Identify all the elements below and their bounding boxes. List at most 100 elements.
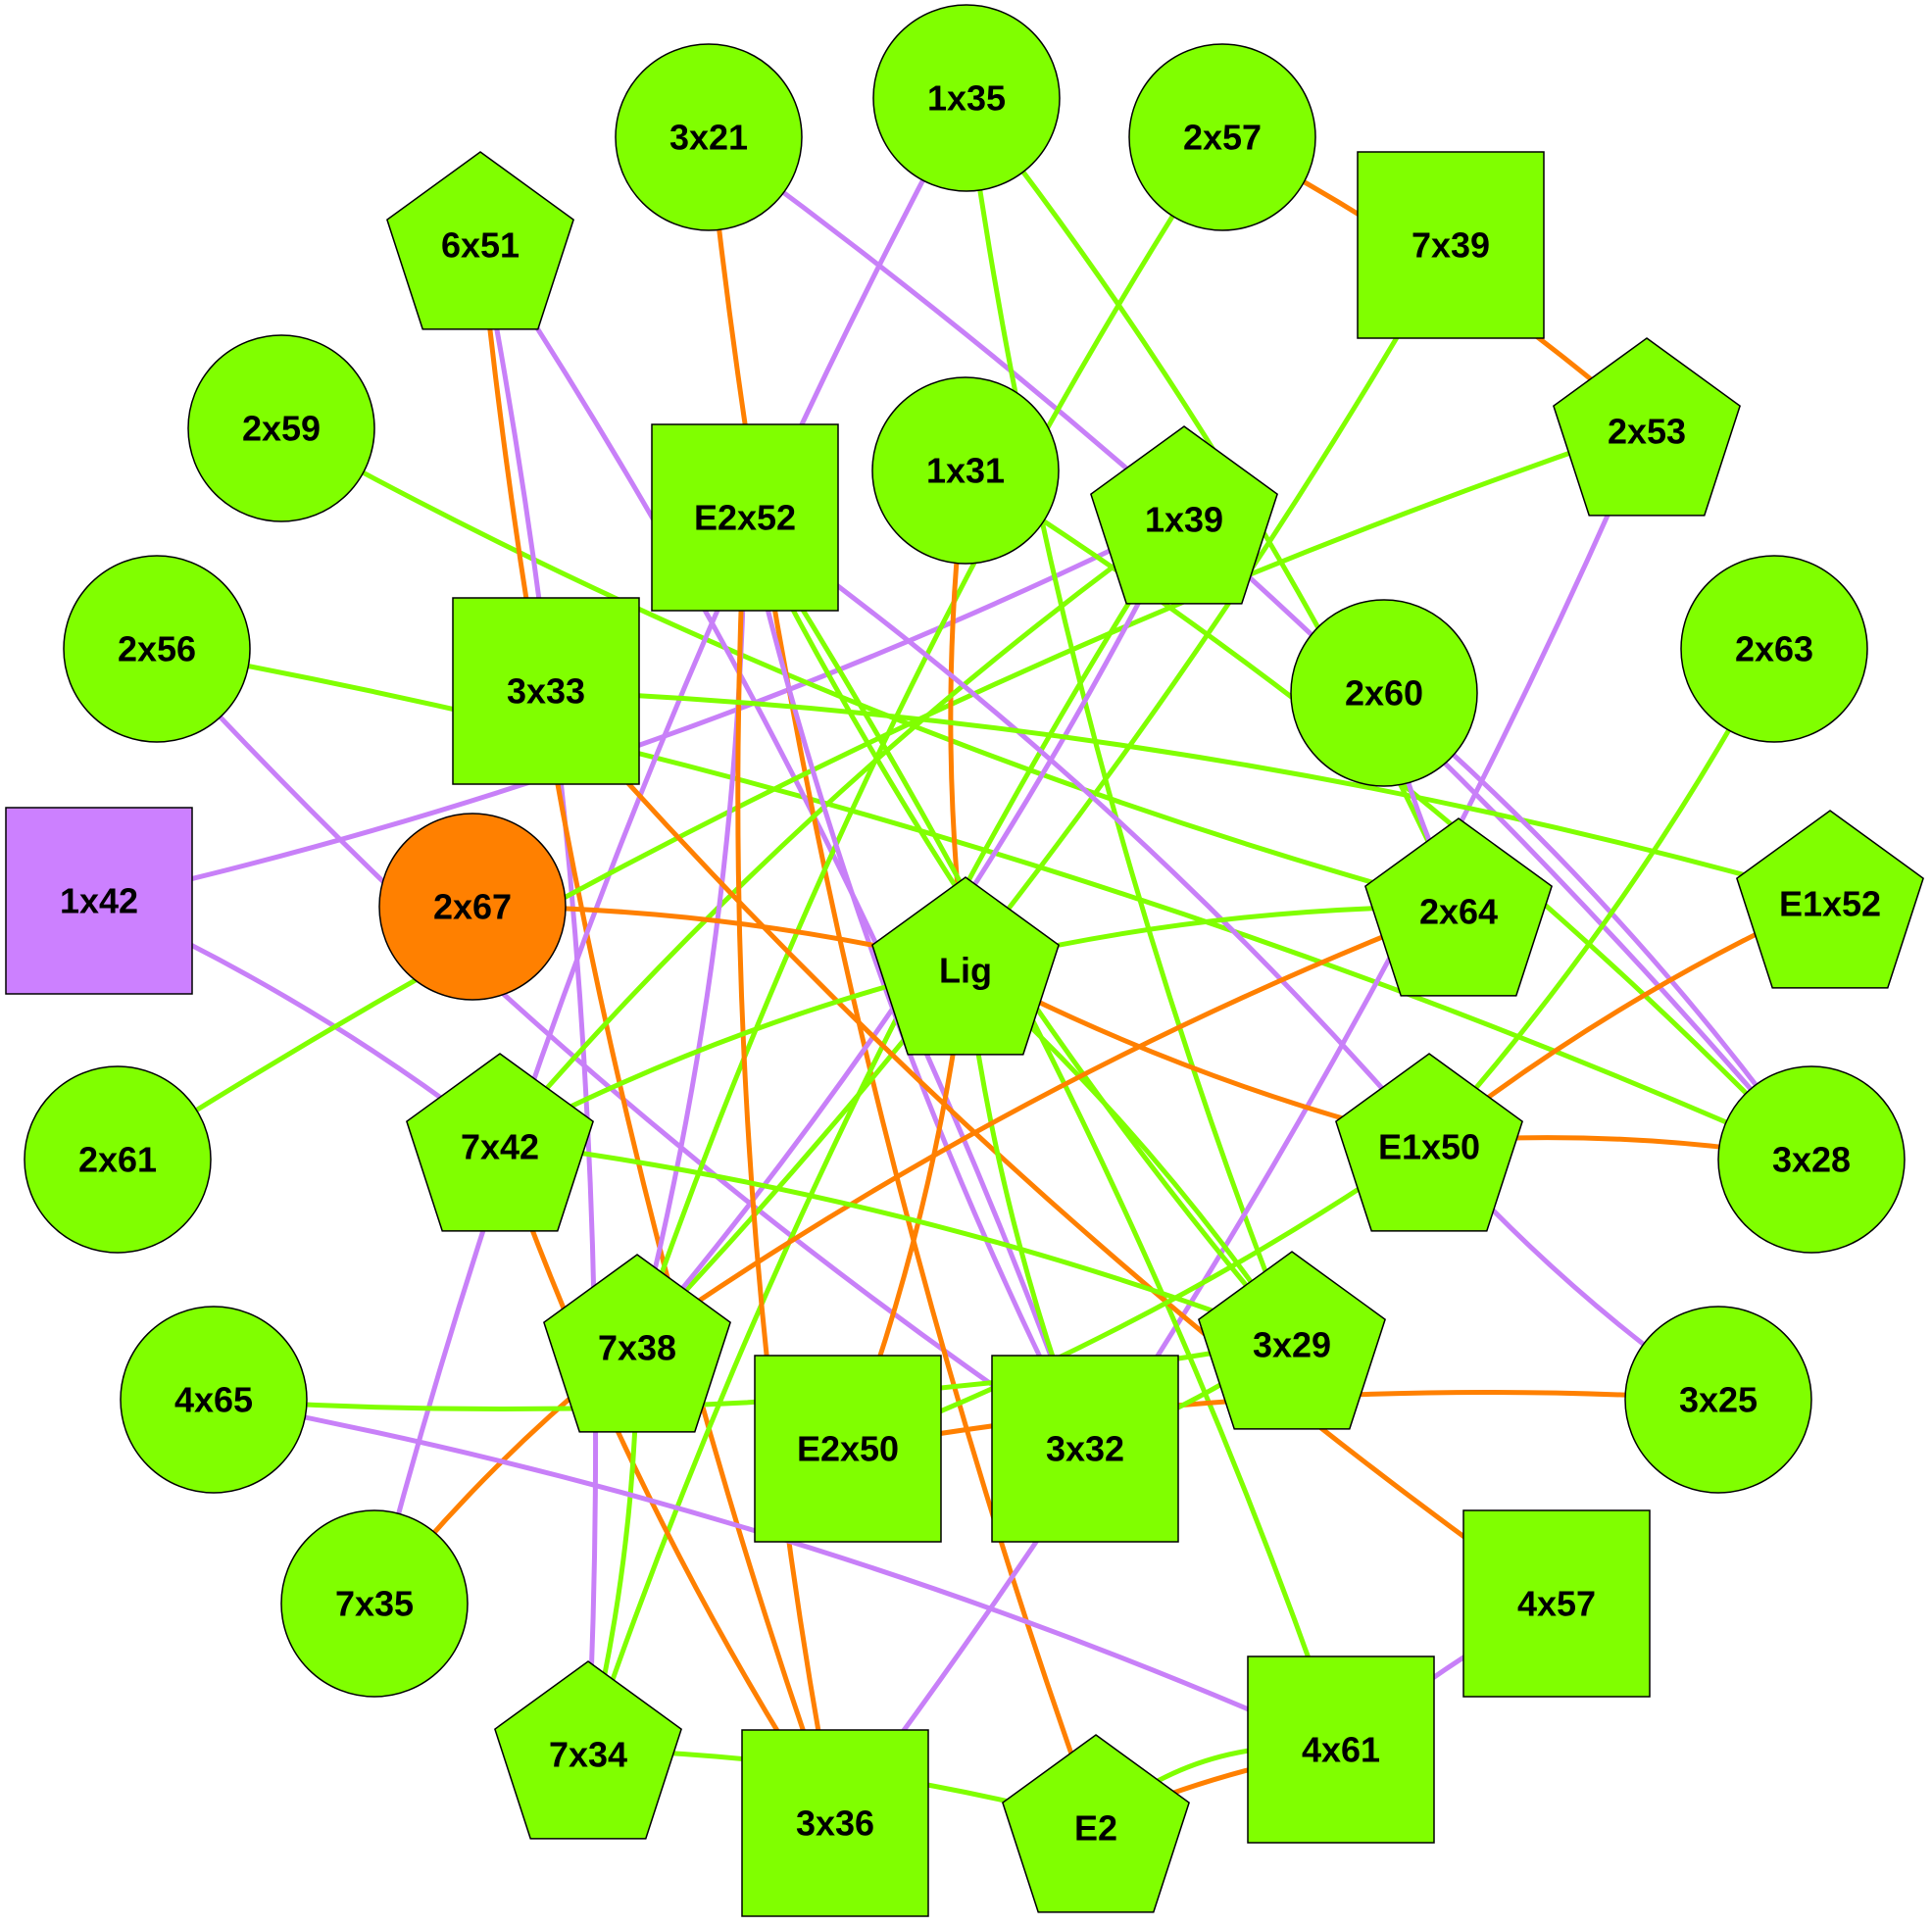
node-2x57-label: 2x57	[1183, 118, 1262, 158]
node-1x35-label: 1x35	[927, 78, 1006, 119]
edge-6x51-3x36	[477, 237, 838, 1826]
node-4x57[interactable]: 4x57	[1462, 1509, 1651, 1698]
edge-3x33-E1x52	[543, 688, 1833, 902]
node-Lig-label: Lig	[939, 951, 992, 991]
node-E2x52-square	[651, 423, 839, 612]
node-4x61[interactable]: 4x61	[1247, 1655, 1435, 1844]
edge-2x53-3x36	[832, 423, 1650, 1826]
node-3x32-label: 3x32	[1046, 1429, 1124, 1469]
node-7x34[interactable]: 7x34	[494, 1660, 682, 1840]
node-3x21[interactable]: 3x21	[615, 43, 803, 231]
edge-E2x52-4x61	[742, 515, 1344, 1753]
node-E1x50[interactable]: E1x50	[1335, 1053, 1523, 1232]
node-7x38-pentagon	[543, 1254, 731, 1433]
node-4x57-square	[1462, 1509, 1651, 1698]
node-4x61-label: 4x61	[1302, 1730, 1380, 1770]
node-2x56[interactable]: 2x56	[63, 555, 251, 743]
node-7x38[interactable]: 7x38	[543, 1254, 731, 1433]
edge-2x56-3x32	[154, 646, 1088, 1452]
node-3x25-label: 3x25	[1679, 1380, 1758, 1420]
node-3x29[interactable]: 3x29	[1198, 1251, 1386, 1430]
edge-2x56-3x28	[154, 646, 1814, 1162]
edge-7x39-7x38	[634, 242, 1454, 1346]
edge-E2x52-E1x50	[742, 515, 1432, 1145]
node-E2-label: E2	[1074, 1808, 1117, 1849]
node-3x28[interactable]: 3x28	[1717, 1065, 1906, 1254]
node-3x33-label: 3x33	[507, 671, 585, 712]
node-3x25-circle	[1624, 1306, 1812, 1494]
node-6x51-label: 6x51	[441, 225, 520, 266]
node-7x35[interactable]: 7x35	[280, 1509, 469, 1698]
node-7x42-label: 7x42	[461, 1127, 539, 1167]
node-E2x52[interactable]: E2x52	[651, 423, 839, 612]
node-2x53[interactable]: 2x53	[1553, 337, 1741, 517]
node-3x29-label: 3x29	[1253, 1325, 1331, 1365]
node-E2[interactable]: E2	[1002, 1734, 1190, 1913]
node-1x42[interactable]: 1x42	[5, 807, 193, 995]
node-3x36[interactable]: 3x36	[741, 1729, 929, 1917]
node-1x35[interactable]: 1x35	[872, 4, 1061, 192]
node-3x28-label: 3x28	[1772, 1140, 1851, 1180]
edge-3x33-4x57	[543, 688, 1560, 1606]
node-E2x50[interactable]: E2x50	[754, 1355, 942, 1543]
edge-2x53-2x61	[115, 423, 1650, 1162]
node-E1x52[interactable]: E1x52	[1736, 810, 1924, 989]
node-1x39-pentagon	[1090, 425, 1278, 605]
node-2x53-pentagon	[1553, 337, 1741, 517]
node-E1x52-pentagon	[1736, 810, 1924, 989]
node-4x65[interactable]: 4x65	[120, 1306, 308, 1494]
node-1x35-circle	[872, 4, 1061, 192]
node-7x34-label: 7x34	[549, 1735, 627, 1775]
node-2x61[interactable]: 2x61	[24, 1065, 212, 1254]
node-1x39-label: 1x39	[1145, 500, 1223, 540]
node-2x67-label: 2x67	[433, 887, 512, 927]
node-E2x50-square	[754, 1355, 942, 1543]
node-3x32[interactable]: 3x32	[991, 1355, 1179, 1543]
node-4x61-square	[1247, 1655, 1435, 1844]
node-E2-pentagon	[1002, 1734, 1190, 1913]
node-2x60-label: 2x60	[1345, 673, 1423, 714]
node-3x28-circle	[1717, 1065, 1906, 1254]
edge-1x42-1x39	[96, 512, 1187, 904]
node-3x25[interactable]: 3x25	[1624, 1306, 1812, 1494]
node-7x35-circle	[280, 1509, 469, 1698]
node-3x21-circle	[615, 43, 803, 231]
node-3x33[interactable]: 3x33	[452, 597, 640, 785]
node-1x39[interactable]: 1x39	[1090, 425, 1278, 605]
edge-6x51-7x34	[477, 237, 599, 1753]
node-E1x50-pentagon	[1335, 1053, 1523, 1232]
node-3x33-square	[452, 597, 640, 785]
edge-E2x52-3x36	[735, 515, 838, 1826]
node-2x64[interactable]: 2x64	[1364, 817, 1553, 997]
node-1x31[interactable]: 1x31	[871, 376, 1060, 565]
node-7x42[interactable]: 7x42	[406, 1053, 594, 1232]
edge-E2x52-3x32	[742, 515, 1088, 1452]
node-2x57[interactable]: 2x57	[1128, 43, 1316, 231]
node-1x42-square	[5, 807, 193, 995]
node-2x59[interactable]: 2x59	[187, 334, 375, 522]
node-2x63-circle	[1680, 555, 1868, 743]
node-2x67[interactable]: 2x67	[378, 813, 567, 1001]
node-4x65-label: 4x65	[174, 1380, 253, 1420]
node-Lig-pentagon	[871, 876, 1060, 1056]
node-E1x52-label: E1x52	[1779, 884, 1881, 924]
node-E2x50-label: E2x50	[797, 1429, 899, 1469]
node-7x39[interactable]: 7x39	[1357, 151, 1545, 339]
node-Lig[interactable]: Lig	[871, 876, 1060, 1056]
edge-2x59-2x64	[278, 425, 1461, 910]
node-7x39-label: 7x39	[1412, 225, 1490, 266]
node-2x64-label: 2x64	[1419, 892, 1498, 932]
node-E2x52-label: E2x52	[694, 498, 796, 538]
edge-1x35-3x29	[964, 95, 1295, 1343]
edge-2x57-7x38	[634, 134, 1225, 1346]
node-2x60[interactable]: 2x60	[1290, 599, 1478, 787]
node-2x63[interactable]: 2x63	[1680, 555, 1868, 743]
node-2x60-circle	[1290, 599, 1478, 787]
node-6x51[interactable]: 6x51	[386, 151, 574, 330]
node-2x56-label: 2x56	[118, 629, 196, 669]
node-7x34-pentagon	[494, 1660, 682, 1840]
edge-2x64-7x38	[634, 904, 1461, 1346]
node-E1x50-label: E1x50	[1378, 1127, 1480, 1167]
